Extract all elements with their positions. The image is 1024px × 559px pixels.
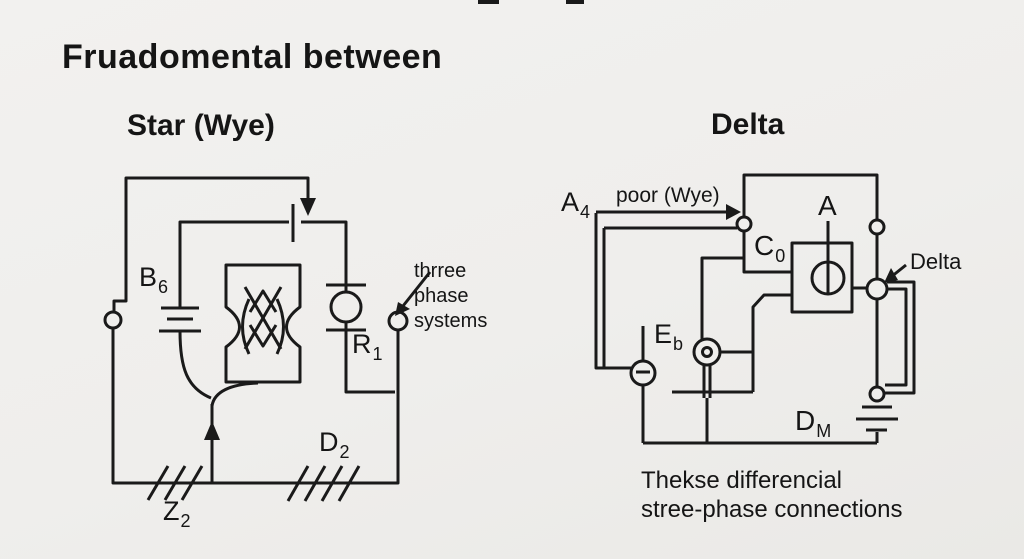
terminal-circle: [389, 312, 407, 330]
label-d2-main: D: [319, 427, 339, 457]
delta-node-circle: [867, 279, 887, 299]
label-eb-sub: b: [673, 334, 684, 354]
eb-stem: [704, 365, 710, 443]
label-dm: DM: [795, 405, 831, 441]
slash-marks-z2: [148, 466, 202, 500]
up-arrowhead: [204, 421, 220, 440]
label-a: A: [818, 190, 837, 221]
meter-box: [792, 243, 852, 312]
delta-section-title: Delta: [711, 108, 785, 141]
wire-label-poor-wye: poor (Wye): [616, 184, 720, 207]
meter-circle: [331, 292, 361, 322]
label-d2-sub: 2: [339, 442, 350, 462]
label-c0-main: C: [754, 230, 775, 261]
down-arrowhead: [300, 198, 316, 216]
annotation-arrow: [403, 272, 430, 306]
label-b6-sub: 6: [158, 277, 169, 297]
star-circuit: [105, 178, 430, 501]
label-dm-main: D: [795, 405, 816, 436]
label-eb-main: E: [654, 319, 673, 349]
delta-callout: Delta: [910, 249, 962, 274]
label-dm-sub: M: [816, 421, 832, 441]
eb-inner-dot: [703, 348, 712, 357]
label-b6-main: B: [139, 262, 158, 292]
label-z2-main: Z: [163, 496, 180, 526]
terminal-circle: [870, 387, 884, 401]
bracket-loop: [885, 282, 914, 393]
right-arrowhead: [726, 204, 741, 220]
terminal-circle: [105, 312, 121, 328]
delta-caption: Thekse differencial stree-phase connecti…: [641, 466, 903, 524]
caption-line-2: stree-phase connections: [641, 496, 903, 523]
eb-outer-circle: [694, 339, 720, 365]
label-a4-sub: 4: [580, 202, 591, 222]
label-c0: C0: [754, 230, 785, 266]
label-a4: A4: [561, 187, 590, 222]
battery-symbol: [159, 308, 201, 331]
label-d2: D2: [319, 427, 350, 462]
caption-line-1: Thekse differencial: [641, 467, 842, 494]
label-r1-main: R: [352, 329, 372, 359]
machine-box: [226, 265, 300, 382]
battery-symbol: [856, 407, 898, 430]
machine-symbol: [243, 287, 284, 354]
terminal-circle: [737, 217, 751, 231]
callout-arrowhead: [884, 268, 898, 283]
slash-marks-d2: [288, 466, 359, 501]
label-z2-sub: 2: [180, 511, 191, 531]
label-r1: R1: [352, 329, 383, 364]
annotation-line-1: thrree: [414, 260, 467, 282]
annotation-line-2: phase: [414, 285, 469, 307]
label-r1-sub: 1: [372, 344, 383, 364]
annotation-line-3: systems: [414, 310, 488, 332]
label-c0-sub: 0: [775, 246, 786, 266]
star-section-title: Star (Wye): [127, 109, 275, 142]
terminal-circle: [870, 220, 884, 234]
delta-circuit: [596, 175, 914, 443]
annotation-arrowhead: [395, 302, 410, 316]
label-eb: Eb: [654, 319, 683, 354]
page-title: Fruadomental between: [62, 38, 443, 76]
label-z2: Z2: [163, 496, 191, 531]
three-phase-annotation: thrree phase systems: [414, 259, 487, 334]
label-b6: B6: [139, 262, 168, 297]
label-a4-main: A: [561, 187, 580, 217]
